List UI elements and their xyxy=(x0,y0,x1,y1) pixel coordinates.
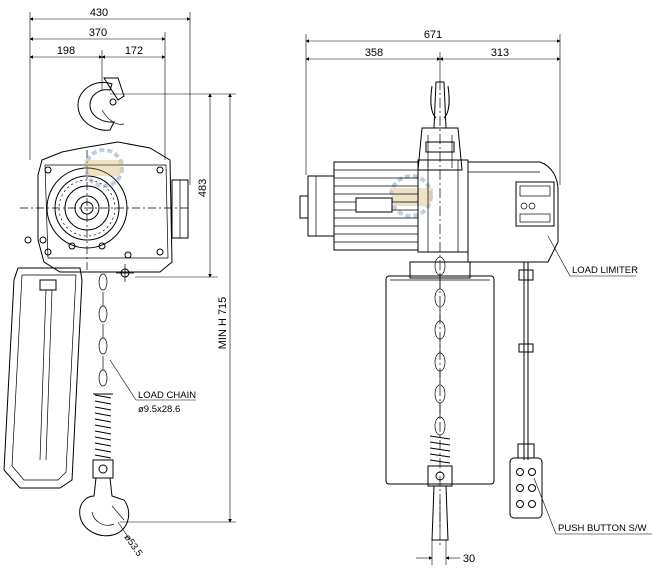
dim-min-h-715: MIN H 715 xyxy=(217,297,229,350)
dim-430: 430 xyxy=(90,7,108,19)
dim-358: 358 xyxy=(365,47,383,59)
dim-30: 30 xyxy=(463,553,475,565)
hook-diameter-label: ø53.5 xyxy=(122,532,145,558)
load-chain-leader xyxy=(109,359,196,401)
load-chain-label: LOAD CHAIN xyxy=(138,390,196,401)
dim-198: 198 xyxy=(57,45,75,57)
dim-483: 483 xyxy=(197,179,209,197)
chain-size-label: ø9.5x28.6 xyxy=(138,404,180,415)
watermark-logo-left xyxy=(84,148,124,188)
load-limiter-leader xyxy=(547,235,636,277)
load-limiter-label: LOAD LIMITER xyxy=(572,265,638,276)
right-hoist-front-view xyxy=(299,80,559,548)
right-dimension-lines xyxy=(305,34,561,565)
dim-313: 313 xyxy=(491,47,509,59)
left-dimension-lines xyxy=(29,12,236,523)
push-button-leader xyxy=(533,477,652,535)
dim-370: 370 xyxy=(89,27,107,39)
watermark-logo-right xyxy=(389,174,434,218)
dim-671: 671 xyxy=(424,29,442,41)
push-button-label: PUSH BUTTON S/W xyxy=(558,523,647,534)
dim-172: 172 xyxy=(125,45,143,57)
left-hoist-side-view xyxy=(3,77,190,541)
